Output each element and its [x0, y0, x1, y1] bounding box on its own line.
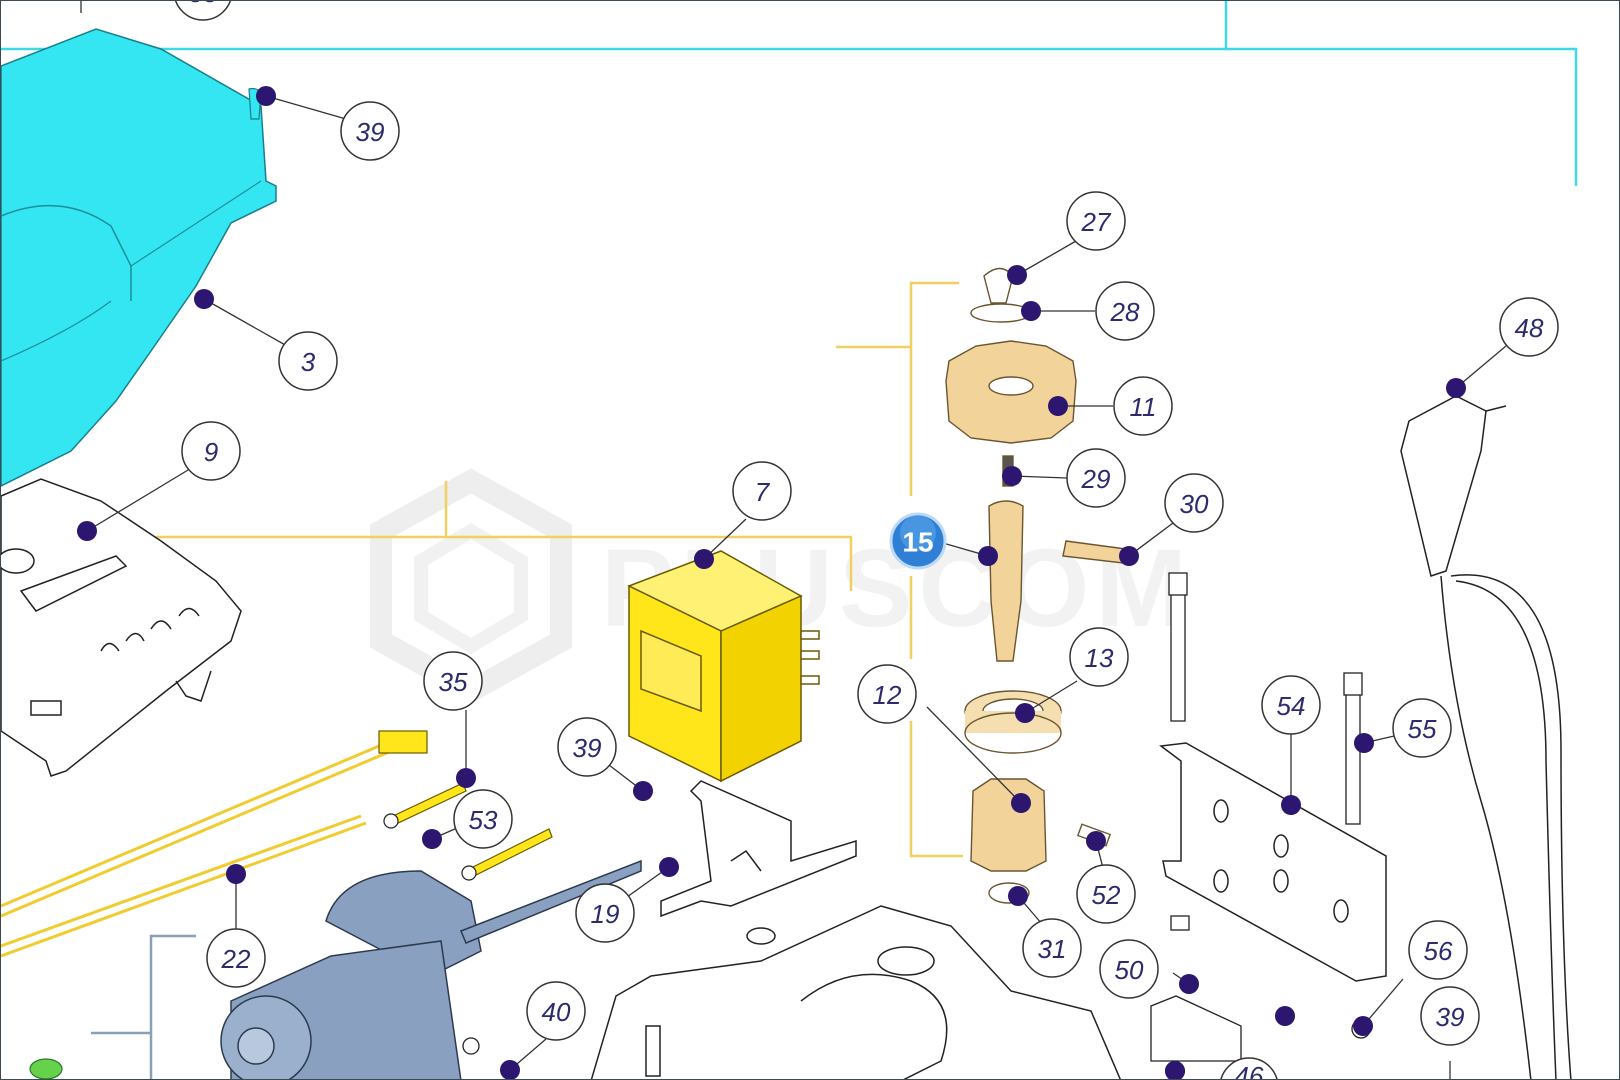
- callout-number: 35: [439, 667, 468, 697]
- callout-13[interactable]: 13: [1015, 627, 1129, 723]
- housing-cover: [1, 28, 277, 487]
- wire-harness: [1, 730, 428, 958]
- callout-11[interactable]: 11: [1048, 376, 1173, 436]
- callout-33[interactable]: 33: [174, 1, 232, 21]
- callout-number: 12: [873, 680, 902, 710]
- green-cap: [29, 1058, 63, 1079]
- callout-53[interactable]: 53: [422, 789, 513, 849]
- callout-39[interactable]: 39: [557, 717, 653, 801]
- callout-number: 39: [573, 733, 602, 763]
- callout-number: 53: [469, 805, 498, 835]
- callout-number: 48: [1515, 313, 1544, 343]
- callout-35[interactable]: 35: [423, 651, 483, 788]
- callout-number: 29: [1081, 464, 1111, 494]
- callout-52[interactable]: 52: [1076, 831, 1136, 924]
- callout-31[interactable]: 31: [1008, 886, 1082, 978]
- callout-number: 31: [1038, 934, 1067, 964]
- callout-number: 40: [542, 997, 571, 1027]
- mounting-bracket: [660, 780, 857, 918]
- gear-stack: [945, 267, 1127, 904]
- highlight-badge-label: 15: [902, 527, 933, 558]
- callout-number: 52: [1092, 880, 1121, 910]
- callout-number: 30: [1180, 489, 1209, 519]
- callout-55[interactable]: 55: [1354, 698, 1452, 758]
- callout-30[interactable]: 30: [1119, 473, 1224, 566]
- callout-number: 13: [1085, 643, 1114, 673]
- callout-number: 56: [1424, 936, 1453, 966]
- callout-number: 27: [1081, 207, 1112, 237]
- callout-22[interactable]: 22: [206, 864, 266, 988]
- callout-39[interactable]: 39: [256, 86, 400, 161]
- callout-number: 28: [1110, 297, 1140, 327]
- callout-number: 19: [591, 899, 620, 929]
- callout-29[interactable]: 29: [1002, 448, 1126, 508]
- group-lines: [1, 1, 1578, 1079]
- callout-19[interactable]: 19: [575, 857, 679, 943]
- callout-9[interactable]: 9: [77, 421, 241, 541]
- callout-number: 11: [1130, 392, 1157, 422]
- callout-dot: [1165, 1061, 1185, 1079]
- callout-28[interactable]: 28: [1021, 281, 1155, 341]
- transformer: [627, 550, 820, 783]
- callouts: 33 39 3 9 7 27 28: [77, 1, 1559, 1080]
- screws: [383, 782, 553, 881]
- base-housing: [590, 905, 1121, 1079]
- callout-3[interactable]: 3: [194, 289, 338, 391]
- callout-54[interactable]: 54: [1261, 675, 1321, 815]
- callout-number: 55: [1408, 714, 1437, 744]
- callout-48[interactable]: 48: [1446, 297, 1559, 398]
- callout-number: 3: [301, 347, 316, 377]
- callout-27[interactable]: 27: [1007, 191, 1126, 285]
- callout-39[interactable]: 39: [1420, 986, 1480, 1046]
- callout-number: 22: [221, 944, 251, 974]
- callout-number: 39: [356, 117, 385, 147]
- callout-number: 33: [189, 1, 218, 8]
- callout-number: 39: [1436, 1002, 1465, 1032]
- callout-7[interactable]: 7: [694, 461, 792, 569]
- callout-number: 9: [204, 437, 218, 467]
- callout-50[interactable]: 50: [1099, 939, 1199, 999]
- callout-12[interactable]: 12: [857, 664, 1031, 813]
- callout-number: 7: [755, 477, 771, 507]
- motor: [220, 859, 642, 1079]
- callout-number: 50: [1115, 955, 1144, 985]
- power-cord: [1400, 395, 1572, 1079]
- callout-number: 54: [1277, 691, 1306, 721]
- callout-40[interactable]: 40: [500, 981, 586, 1080]
- callout-number: 46: [1235, 1061, 1264, 1080]
- control-board: [1, 478, 242, 777]
- callout-56[interactable]: 56: [1353, 920, 1468, 1036]
- highlight-badge-15[interactable]: 15: [889, 512, 998, 570]
